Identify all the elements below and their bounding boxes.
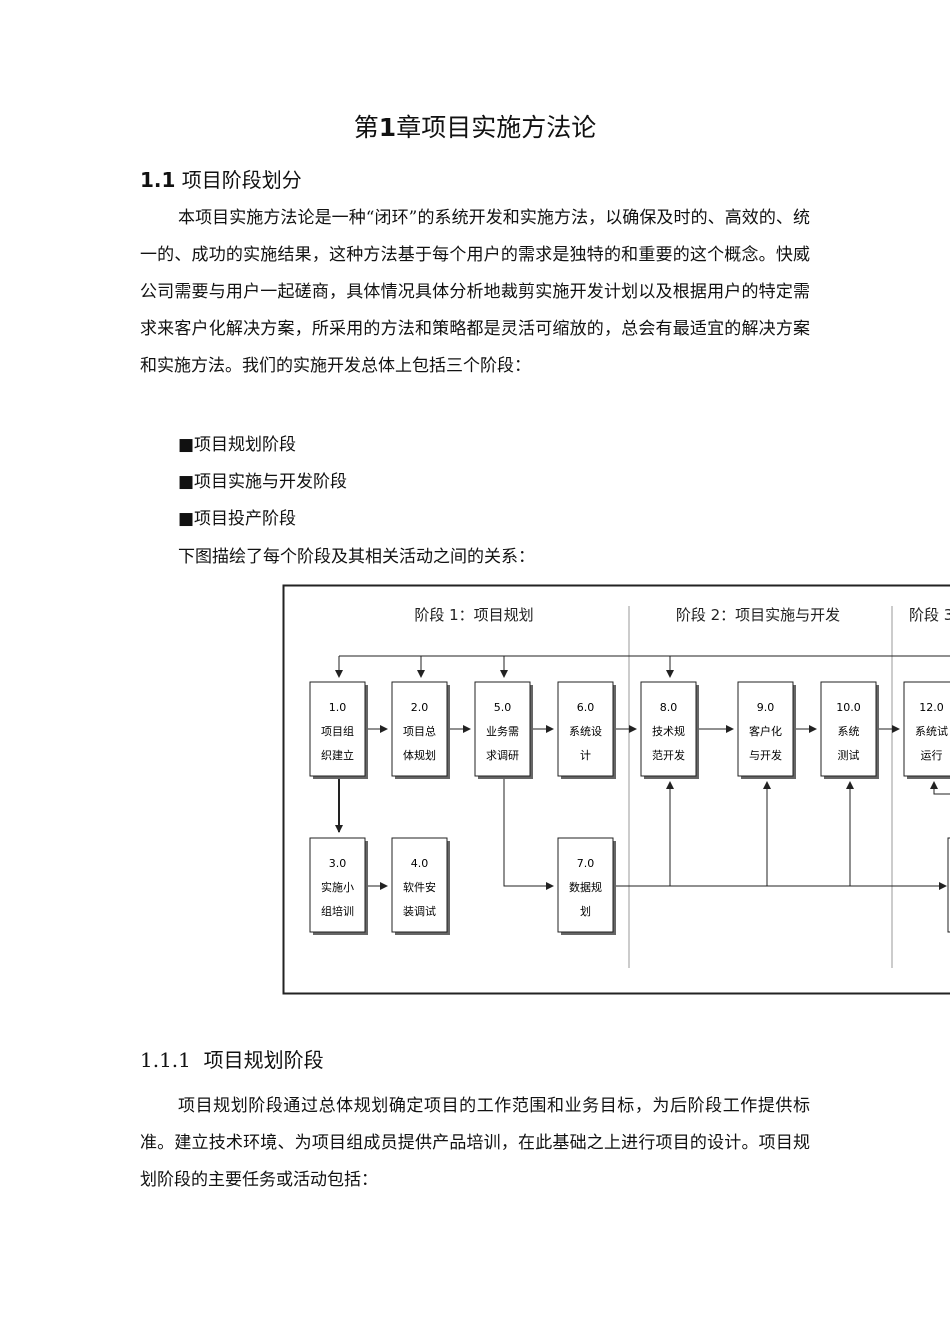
box-4-0: 4.0 软件安 装调试 xyxy=(391,837,450,935)
intro-paragraph: 本项目实施方法论是一种“闭环”的系统开发和实施方法，以确保及时的、高效的、统一的… xyxy=(140,208,810,376)
chapter-suffix: 章项目实施方法论 xyxy=(396,113,597,142)
section-heading: 项目阶段划分 xyxy=(181,168,302,192)
planning-paragraph: 项目规划阶段通过总体规划确定项目的工作范围和业务目标，为后阶段工作提供标准。建立… xyxy=(140,1096,810,1190)
svg-text:1.0: 1.0 xyxy=(329,701,347,714)
box-10-0: 10.0 系统 测试 xyxy=(820,681,879,779)
svg-text:系统设: 系统设 xyxy=(569,725,602,738)
svg-text:系统: 系统 xyxy=(838,725,860,738)
svg-text:软件安: 软件安 xyxy=(403,880,436,894)
svg-text:体规划: 体规划 xyxy=(403,748,436,762)
svg-text:装调试: 装调试 xyxy=(403,905,436,918)
svg-text:测试: 测试 xyxy=(838,749,860,762)
chapter-prefix: 第 xyxy=(353,113,379,142)
svg-text:划: 划 xyxy=(580,905,591,918)
diagram-intro: 下图描绘了每个阶段及其相关活动之间的关系： xyxy=(178,547,535,567)
svg-text:组培训: 组培训 xyxy=(321,904,354,918)
subsection-heading: 项目规划阶段 xyxy=(203,1048,324,1072)
section-number: 1.1 xyxy=(140,168,176,192)
phase-list-item-1: ■项目规划阶段 xyxy=(178,435,297,455)
svg-text:9.0: 9.0 xyxy=(757,701,775,714)
diagram-frame xyxy=(282,584,950,995)
svg-text:计: 计 xyxy=(580,749,591,762)
phase-list-item-3: ■项目投产阶段 xyxy=(178,509,297,529)
phase-diagram: 阶段 1：项目规划 阶段 2：项目实施与开发 阶段 3 1.0 项目组 织建立 … xyxy=(282,584,950,995)
box-7-0: 7.0 数据规 划 xyxy=(557,837,616,935)
box-12-0: 12.0 系统试 运行 xyxy=(903,681,950,779)
riser-arrow xyxy=(930,781,950,795)
svg-text:12.0: 12.0 xyxy=(919,701,944,714)
svg-text:业务需: 业务需 xyxy=(486,725,519,738)
section-title: 1.1 项目阶段划分 xyxy=(140,164,302,193)
box-3-0: 3.0 实施小 组培训 xyxy=(309,837,368,935)
svg-text:8.0: 8.0 xyxy=(660,701,678,714)
phase-list-item-2: ■项目实施与开发阶段 xyxy=(178,472,348,492)
subsection-title: 1.1.1 项目规划阶段 xyxy=(140,1044,324,1073)
svg-text:求调研: 求调研 xyxy=(486,749,519,762)
svg-text:项目组: 项目组 xyxy=(321,724,354,738)
svg-text:5.0: 5.0 xyxy=(494,701,512,714)
box-2-0: 2.0 项目总 体规划 xyxy=(391,681,450,779)
cutoff-box xyxy=(947,837,950,933)
chapter-title: 第1章项目实施方法论 xyxy=(0,108,950,144)
box-9-0: 9.0 客户化 与开发 xyxy=(737,681,796,779)
box-8-0: 8.0 技术规 范开发 xyxy=(640,681,699,779)
svg-text:2.0: 2.0 xyxy=(411,701,429,714)
subsection-number: 1.1.1 xyxy=(140,1048,191,1072)
svg-text:运行: 运行 xyxy=(921,749,943,762)
phase-header-1: 阶段 1：项目规划 xyxy=(414,606,533,624)
phase-header-2: 阶段 2：项目实施与开发 xyxy=(676,606,840,624)
chapter-number: 1 xyxy=(378,113,397,142)
svg-text:10.0: 10.0 xyxy=(836,701,861,714)
svg-text:织建立: 织建立 xyxy=(321,748,354,762)
svg-text:系统试: 系统试 xyxy=(915,725,948,738)
svg-text:范开发: 范开发 xyxy=(652,748,685,762)
flow-arrow xyxy=(503,779,554,890)
phase-header-3: 阶段 3 xyxy=(909,606,950,624)
svg-text:实施小: 实施小 xyxy=(321,880,354,894)
svg-text:4.0: 4.0 xyxy=(411,857,429,870)
svg-text:数据规: 数据规 xyxy=(569,880,602,894)
box-1-0: 1.0 项目组 织建立 xyxy=(309,681,368,779)
svg-text:客户化: 客户化 xyxy=(749,724,782,738)
svg-text:6.0: 6.0 xyxy=(577,701,595,714)
svg-text:与开发: 与开发 xyxy=(749,748,782,762)
svg-text:项目总: 项目总 xyxy=(403,724,436,738)
box-5-0: 5.0 业务需 求调研 xyxy=(474,681,533,779)
svg-text:7.0: 7.0 xyxy=(577,857,595,870)
svg-text:3.0: 3.0 xyxy=(329,857,347,870)
svg-text:技术规: 技术规 xyxy=(652,724,685,738)
box-6-0: 6.0 系统设 计 xyxy=(557,681,616,779)
